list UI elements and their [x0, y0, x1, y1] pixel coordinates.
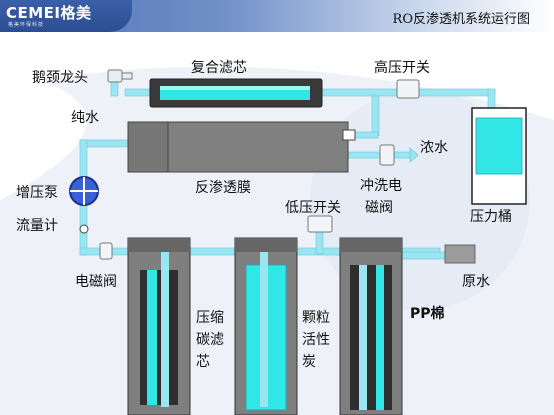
label-booster-pump: 增压泵	[16, 185, 58, 201]
label-carbon-filter-line3: 芯	[196, 354, 210, 370]
brand-logo: CEMEI格美 格美环保科技	[0, 0, 132, 32]
label-faucet: 鹅颈龙头	[32, 69, 88, 86]
raw-water-inlet	[444, 244, 476, 264]
label-flush-valve-line2: 磁阀	[365, 200, 393, 216]
label-gac-filter-line2: 活性	[302, 332, 330, 348]
label-gac-filter-line3: 炭	[302, 354, 316, 370]
pipe-hp-down	[371, 95, 380, 137]
label-pressure-tank: 压力桶	[470, 209, 512, 225]
low-pressure-switch-icon	[307, 215, 333, 233]
label-pp-filter: PP棉	[410, 305, 445, 322]
label-flow-meter: 流量计	[16, 218, 58, 234]
flow-meter-icon	[79, 224, 89, 234]
pp-filter-housing	[339, 237, 403, 415]
label-pure-water: 纯水	[71, 110, 99, 126]
page-title: RO反渗透机系统运行图	[392, 12, 530, 27]
label-gac-filter-line1: 颗粒	[302, 310, 330, 326]
label-concentrate-water: 浓水	[420, 140, 448, 156]
label-carbon-filter-line2: 碳滤	[196, 332, 224, 348]
solenoid-valve-icon	[99, 242, 113, 260]
booster-pump-icon	[69, 176, 99, 206]
label-low-pressure-switch: 低压开关	[285, 200, 341, 216]
gac-filter-housing	[234, 237, 298, 415]
flush-valve-icon	[379, 144, 419, 166]
label-composite-filter: 复合滤芯	[191, 59, 247, 76]
label-flush-valve-line1: 冲洗电	[360, 178, 402, 194]
logo-text: CEMEI格美	[6, 4, 92, 22]
pipe-left-top	[79, 139, 131, 148]
label-raw-water: 原水	[462, 274, 490, 290]
faucet-icon	[107, 69, 133, 83]
label-high-pressure-switch: 高压开关	[374, 59, 430, 76]
high-pressure-switch-icon	[396, 79, 420, 99]
label-solenoid-valve: 电磁阀	[75, 274, 117, 290]
pressure-tank	[471, 107, 527, 205]
label-carbon-filter-line1: 压缩	[196, 310, 224, 326]
carbon-filter-housing	[127, 237, 191, 415]
label-ro-membrane: 反渗透膜	[195, 180, 251, 196]
composite-filter	[149, 78, 323, 108]
ro-membrane-housing	[127, 121, 356, 173]
logo-subtitle: 格美环保科技	[8, 22, 45, 28]
pipe-raw-in	[399, 251, 449, 260]
